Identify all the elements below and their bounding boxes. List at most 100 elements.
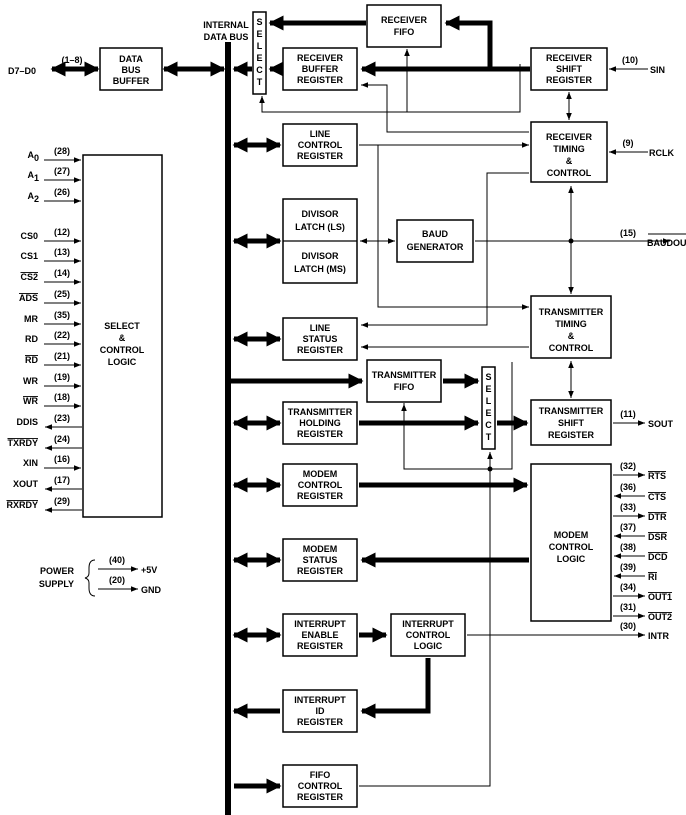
line-status-register: LINE STATUS REGISTER (282, 317, 358, 361)
control-pin-number: (27) (54, 166, 70, 176)
modem-pin-label: DTR (648, 512, 667, 522)
receiver-timing-control: RECEIVER TIMING & CONTROL (530, 121, 608, 183)
svg-text:REGISTER: REGISTER (297, 429, 344, 439)
svg-text:T: T (257, 77, 263, 87)
svg-text:MODEM: MODEM (303, 469, 338, 479)
svg-text:L: L (257, 41, 263, 51)
svg-text:CONTROL: CONTROL (298, 480, 343, 490)
svg-text:C: C (485, 420, 492, 430)
control-pin: DDIS (23) (16, 413, 82, 430)
svg-text:SHIFT: SHIFT (558, 418, 585, 428)
control-pin-label: XIN (23, 458, 38, 468)
modem-pin-number: (39) (620, 562, 636, 572)
control-pin-label: CS0 (20, 231, 38, 241)
svg-text:(30): (30) (620, 621, 636, 631)
svg-text:RCLK: RCLK (649, 148, 674, 158)
control-pin-number: (26) (54, 187, 70, 197)
svg-text:LOGIC: LOGIC (557, 554, 586, 564)
svg-text:LINE: LINE (310, 323, 331, 333)
baud-generator: BAUD GENERATOR (396, 219, 474, 263)
control-pin-label: ADS (19, 293, 38, 303)
svg-text:INTERRUPT: INTERRUPT (294, 695, 346, 705)
svg-text:(10): (10) (622, 55, 638, 65)
svg-text:CONTROL: CONTROL (549, 542, 594, 552)
svg-text:E: E (485, 384, 491, 394)
ttc-fifo-ctrl (490, 362, 513, 470)
svg-text:CONTROL: CONTROL (406, 630, 451, 640)
modem-pin: (39)RI (614, 562, 657, 582)
modem-pin: (34)OUT1 (613, 582, 672, 602)
modem-pin-label: DSR (648, 532, 668, 542)
control-pin-label: DDIS (16, 417, 38, 427)
data-bus-pin-number: (1–8) (61, 55, 82, 65)
control-pin-number: (13) (54, 247, 70, 257)
svg-text:STATUS: STATUS (303, 334, 338, 344)
control-pin: TXRDY(24) (7, 434, 82, 451)
external-data-bus: D7–D0 (1–8) (8, 55, 100, 77)
bus-label-1: INTERNAL (203, 20, 249, 30)
control-pin: RXRDY(29) (6, 496, 82, 513)
svg-text:FIFO: FIFO (394, 382, 415, 392)
control-pin-label: RXRDY (6, 500, 38, 510)
svg-text:SIN: SIN (650, 65, 665, 75)
svg-text:S: S (485, 372, 491, 382)
ctrl-line-rbr (361, 82, 529, 133)
svg-text:REGISTER: REGISTER (297, 345, 344, 355)
fifo-control-register: FIFO CONTROL REGISTER (282, 764, 358, 808)
svg-text:(15): (15) (620, 228, 636, 238)
svg-text:C: C (256, 65, 263, 75)
modem-pin-label: RTS (648, 471, 666, 481)
control-pin-number: (18) (54, 392, 70, 402)
svg-text:TIMING: TIMING (553, 144, 585, 154)
control-pin-number: (23) (54, 413, 70, 423)
control-pin-label: RD (25, 334, 38, 344)
power-supply: POWER SUPPLY (40) +5V (20) GND (39, 555, 162, 597)
svg-text:E: E (485, 408, 491, 418)
svg-text:FIFO: FIFO (310, 770, 331, 780)
svg-text:BUFFER: BUFFER (113, 76, 150, 86)
svg-text:E: E (256, 53, 262, 63)
svg-text:DATA: DATA (119, 54, 143, 64)
lcr-to-ttc (377, 145, 529, 310)
svg-text:MODEM: MODEM (303, 544, 338, 554)
svg-text:SOUT: SOUT (648, 419, 674, 429)
control-pin-number: (25) (54, 289, 70, 299)
modem-pin-label: DCD (648, 552, 668, 562)
svg-text:LINE: LINE (310, 129, 331, 139)
modem-status-register: MODEM STATUS REGISTER (282, 538, 358, 582)
control-pin-subscript: 1 (34, 173, 39, 183)
control-pin: CS1(13) (20, 247, 81, 264)
control-pin-label: RD (25, 355, 38, 365)
control-pin: CS2(14) (20, 268, 81, 285)
modem-control-register: MODEM CONTROL REGISTER (282, 463, 358, 507)
svg-text:CONTROL: CONTROL (547, 168, 592, 178)
modem-pin-number: (32) (620, 461, 636, 471)
receiver-shift-register: RECEIVER SHIFT REGISTER (530, 47, 608, 91)
fcr-line (359, 469, 491, 787)
svg-text:T: T (486, 432, 492, 442)
svg-text:CONTROL: CONTROL (549, 343, 594, 353)
control-pin-label: XOUT (13, 479, 39, 489)
svg-text:INTERRUPT: INTERRUPT (402, 619, 454, 629)
bus-label-2: DATA BUS (204, 32, 249, 42)
control-pin-number: (21) (54, 351, 70, 361)
svg-text:RECEIVER: RECEIVER (546, 53, 593, 63)
svg-text:DIVISOR: DIVISOR (301, 251, 339, 261)
svg-text:BUS: BUS (121, 65, 140, 75)
svg-text:ID: ID (316, 706, 326, 716)
svg-text:L: L (486, 396, 492, 406)
control-pin: RD(22) (25, 330, 81, 347)
control-pin-number: (28) (54, 146, 70, 156)
svg-text:DIVISOR: DIVISOR (301, 209, 339, 219)
icl-to-iir (360, 658, 431, 719)
rtc-to-lsr (361, 172, 529, 328)
svg-text:FIFO: FIFO (394, 27, 415, 37)
ctrl-line-select (259, 64, 521, 113)
svg-text:SELECT: SELECT (104, 321, 140, 331)
svg-text:INTERRUPT: INTERRUPT (294, 619, 346, 629)
svg-text:RECEIVER: RECEIVER (297, 53, 344, 63)
svg-text:CONTROL: CONTROL (298, 140, 343, 150)
